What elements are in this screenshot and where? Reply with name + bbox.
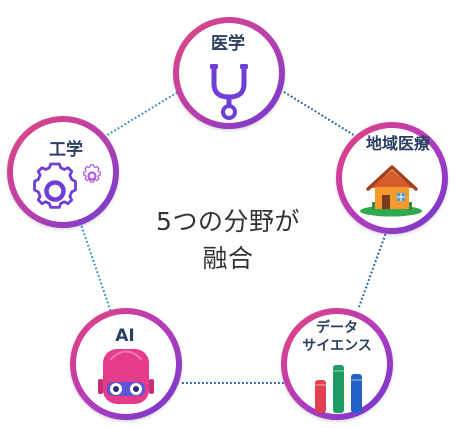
stethoscope-icon (210, 64, 248, 120)
node-data-science (281, 308, 393, 420)
community-medicine-label: 地域医療 (365, 134, 430, 153)
center-caption-line-2: 融合 (202, 244, 254, 273)
center-caption: 5つの分野が 融合 (145, 203, 311, 277)
robot-icon (98, 349, 154, 404)
engineering-label: 工学 (49, 140, 83, 160)
connector-ai-engineering (74, 206, 114, 319)
gear-icon (33, 162, 101, 209)
data-science-label-line-2: サイエンス (302, 338, 372, 354)
bar-chart-icon (315, 365, 362, 413)
center-caption-line-1: 5つの分野が (156, 207, 300, 236)
medicine-label: 医学 (211, 34, 245, 54)
data-science-label: データ サイエンス (282, 319, 392, 355)
ai-label: AI (115, 326, 135, 346)
node-engineering (7, 116, 119, 228)
connector-medicine-community (283, 91, 358, 138)
node-medicine (173, 17, 285, 129)
house-icon (360, 165, 422, 217)
data-science-label-line-1: データ (316, 320, 358, 336)
connector-engineering-medicine (103, 91, 179, 138)
